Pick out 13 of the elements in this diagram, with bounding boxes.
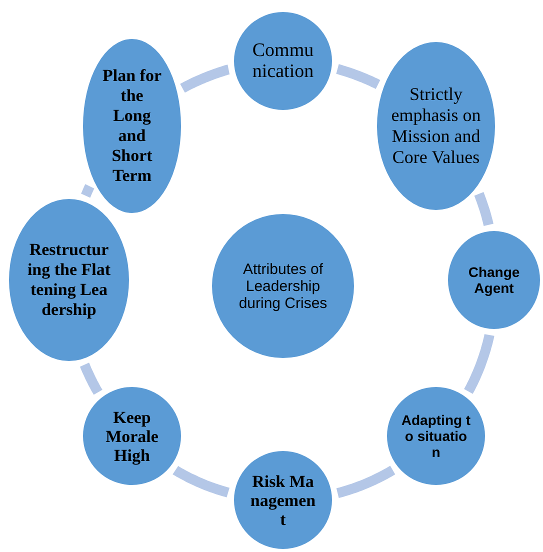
connector-arc [81,182,94,199]
node-label: Restructuring the Flattening Leadership [27,240,111,320]
connector-arc [170,465,232,498]
connector-arc [464,332,494,396]
node-label: Communication [251,40,315,82]
node-label: Plan for the Long and Short Term [101,66,163,186]
node-label: Adapting to situation [401,412,471,460]
node-label: Change Agent [467,264,521,296]
connector-arc [80,360,102,396]
node-label: Keep Morale High [104,408,160,464]
node-label: Risk Management [249,472,317,528]
node-label: Attributes of Leadership during Crises [238,260,328,312]
node-label: Strictly emphasis on Mission and Core Values [391,84,481,168]
